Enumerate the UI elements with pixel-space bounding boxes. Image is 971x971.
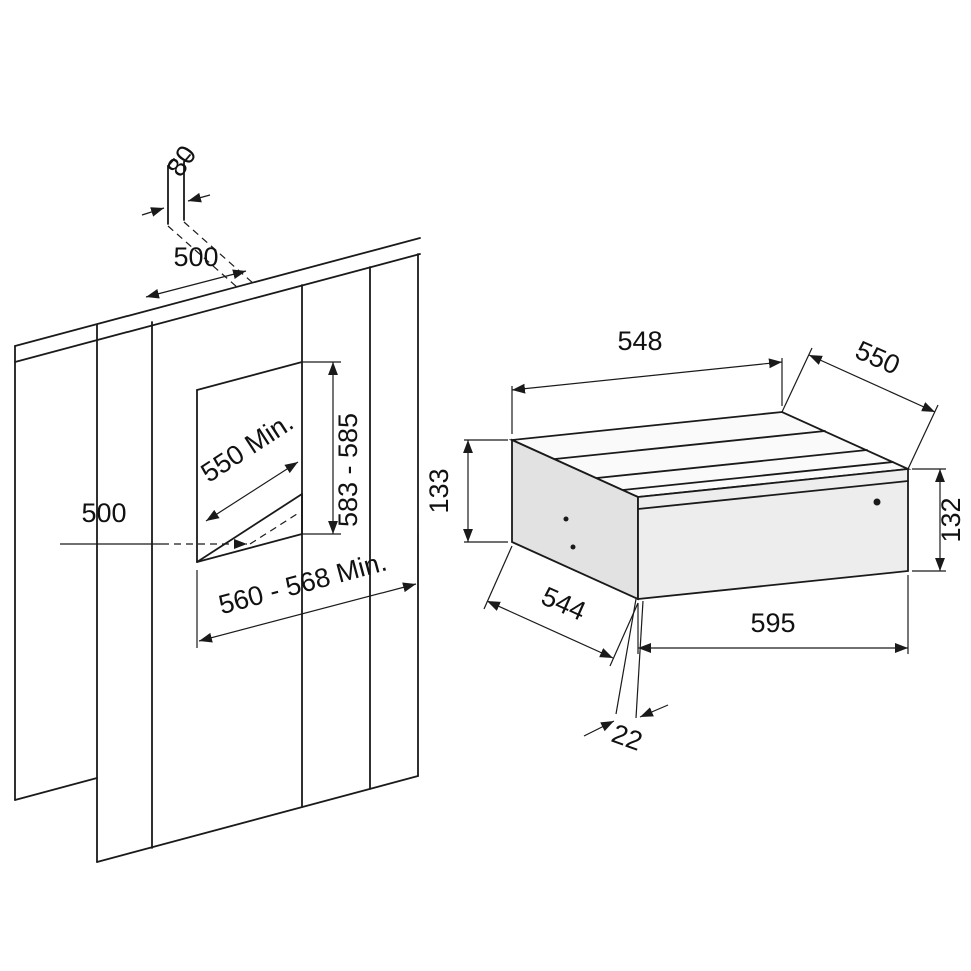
niche-bottom-edge — [196, 533, 303, 563]
dim-depth-overall: 550 — [851, 335, 904, 381]
dim-height-right: 132 — [936, 497, 966, 542]
dim-vent-width: 80 — [161, 140, 203, 182]
fixing-dot — [570, 544, 576, 550]
dim-height-left: 133 — [424, 468, 454, 513]
dim-niche-height: 583 - 585 — [333, 413, 363, 527]
dim-depth-bottom: 544 — [537, 581, 590, 627]
front-panel-seam — [637, 480, 909, 510]
niche-top-edge — [196, 361, 303, 391]
dim-depth-top: 548 — [617, 326, 662, 356]
dim-top-depth: 500 — [173, 242, 218, 272]
dim-front-thickness: 22 — [608, 718, 646, 756]
appliance-dimensions: 548 550 133 132 595 544 22 — [424, 326, 966, 757]
appliance-drawing — [508, 411, 912, 601]
dim-niche-depth: 550 Min. — [196, 407, 299, 489]
dim-width: 595 — [750, 608, 795, 638]
niche-dimensions: 80 500 550 Min. 583 - 585 500 560 - 568 … — [60, 140, 419, 648]
fixing-dot — [563, 516, 569, 522]
power-indicator-dot — [873, 498, 881, 506]
niche-floor-edge — [196, 493, 303, 563]
dim-side-clearance: 500 — [81, 498, 126, 528]
